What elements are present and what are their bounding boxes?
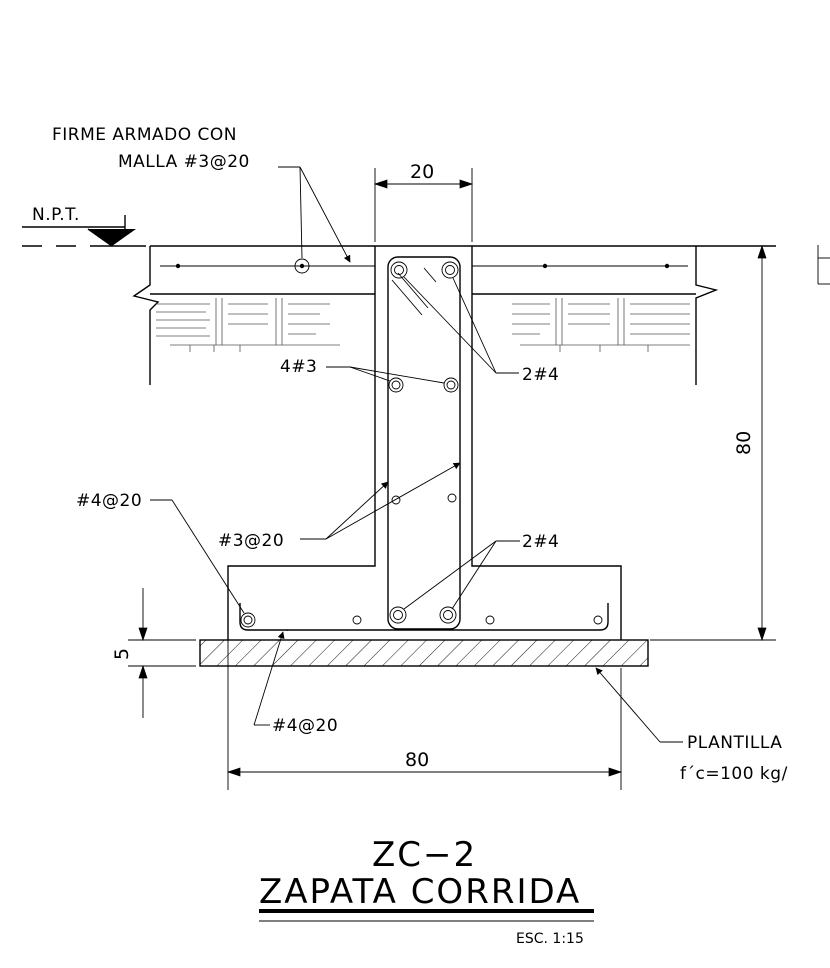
label-2-bars-4-bottom: 2#4 — [522, 532, 559, 552]
slab — [132, 245, 776, 385]
plantilla-slab — [199, 639, 649, 667]
label-malla: MALLA #3@20 — [118, 152, 250, 172]
npt-level-marker — [22, 215, 146, 247]
label-plantilla: PLANTILLA — [687, 733, 782, 753]
dim-plantilla-thickness: 5 — [111, 648, 133, 660]
label-bottom-bar: #4@20 — [272, 716, 338, 736]
soil-texture — [156, 298, 690, 352]
reinforcement — [239, 256, 609, 631]
title-scale: ESC. 1:15 — [516, 931, 584, 947]
label-hook-bar-left: #4@20 — [76, 491, 142, 511]
dim-footing-width: 80 — [405, 749, 429, 771]
label-firme-armado: FIRME ARMADO CON — [52, 125, 237, 145]
dimensions — [128, 168, 830, 790]
label-4-bars-3: 4#3 — [280, 357, 317, 377]
dim-height: 80 — [733, 431, 755, 455]
footing-outline — [227, 246, 622, 640]
label-plantilla-spec: f´c=100 kg/ — [680, 764, 788, 784]
label-2-bars-4-top: 2#4 — [522, 365, 559, 385]
label-npt: N.P.T. — [32, 205, 80, 225]
leaders — [150, 166, 683, 743]
title-name: ZAPATA CORRIDA — [259, 872, 581, 912]
title-code: ZC−2 — [372, 835, 477, 875]
dim-stem-width: 20 — [410, 161, 434, 183]
label-stirrups: #3@20 — [218, 531, 284, 551]
